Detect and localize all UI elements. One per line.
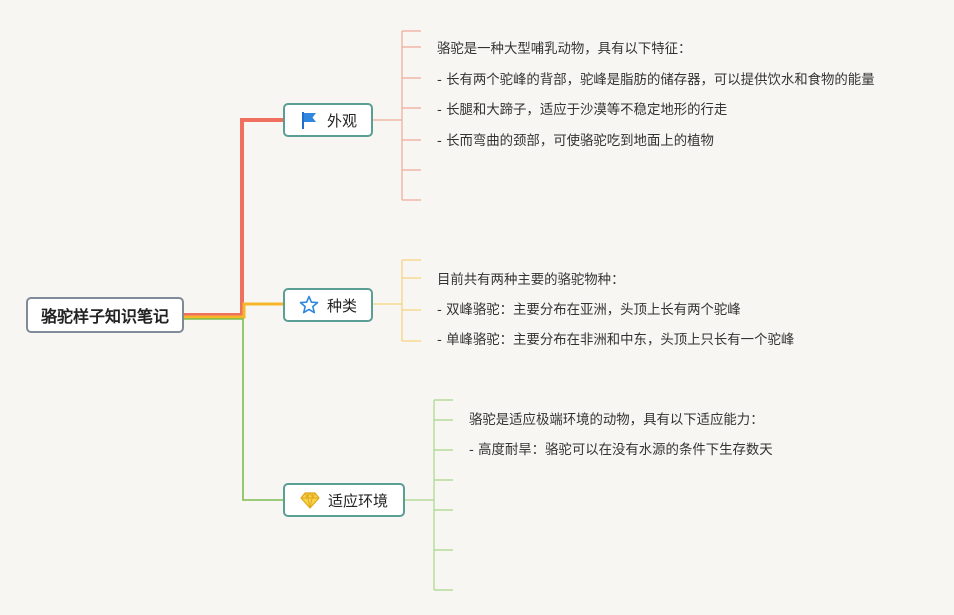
appearance-item[interactable]: - 长有两个驼峰的背部，驼峰是脂肪的储存器，可以提供饮水和食物的能量 (437, 73, 875, 88)
species-item[interactable]: 目前共有两种主要的骆驼物种： (437, 273, 625, 288)
appearance-item[interactable]: 骆驼是一种大型哺乳动物，具有以下特征： (437, 42, 692, 57)
branch-species[interactable]: 种类 (283, 288, 373, 322)
root-node[interactable]: 骆驼样子知识笔记 (26, 297, 184, 333)
species-item[interactable]: - 双峰骆驼：主要分布在亚洲，头顶上长有两个驼峰 (437, 303, 741, 318)
appearance-leaf-lines (373, 30, 421, 201)
environment-item[interactable]: 骆驼是适应极端环境的动物，具有以下适应能力： (469, 413, 764, 428)
appearance-item[interactable]: - 长而弯曲的颈部，可使骆驼吃到地面上的植物 (437, 134, 714, 149)
environment-item[interactable]: - 高度耐旱：骆驼可以在没有水源的条件下生存数天 (469, 443, 773, 458)
branch-species-label: 种类 (326, 296, 357, 315)
species-leaf-lines (373, 259, 421, 342)
connector-appearance (184, 118, 283, 317)
root-label: 骆驼样子知识笔记 (40, 307, 169, 326)
branch-appearance[interactable]: 外观 (283, 103, 373, 137)
star-icon (299, 295, 319, 315)
species-item[interactable]: - 单峰骆驼：主要分布在非洲和中东，头顶上只长有一个驼峰 (437, 333, 795, 348)
environment-leaf-lines (405, 399, 453, 591)
connector-species (184, 302, 283, 319)
connector-environment (184, 318, 283, 501)
branch-environment-label: 适应环境 (327, 491, 388, 510)
branch-appearance-label: 外观 (326, 111, 357, 130)
flag-icon (299, 110, 319, 130)
diamond-icon (300, 490, 320, 510)
branch-environment[interactable]: 适应环境 (283, 483, 405, 517)
appearance-item[interactable]: - 长腿和大蹄子，适应于沙漠等不稳定地形的行走 (437, 103, 728, 118)
